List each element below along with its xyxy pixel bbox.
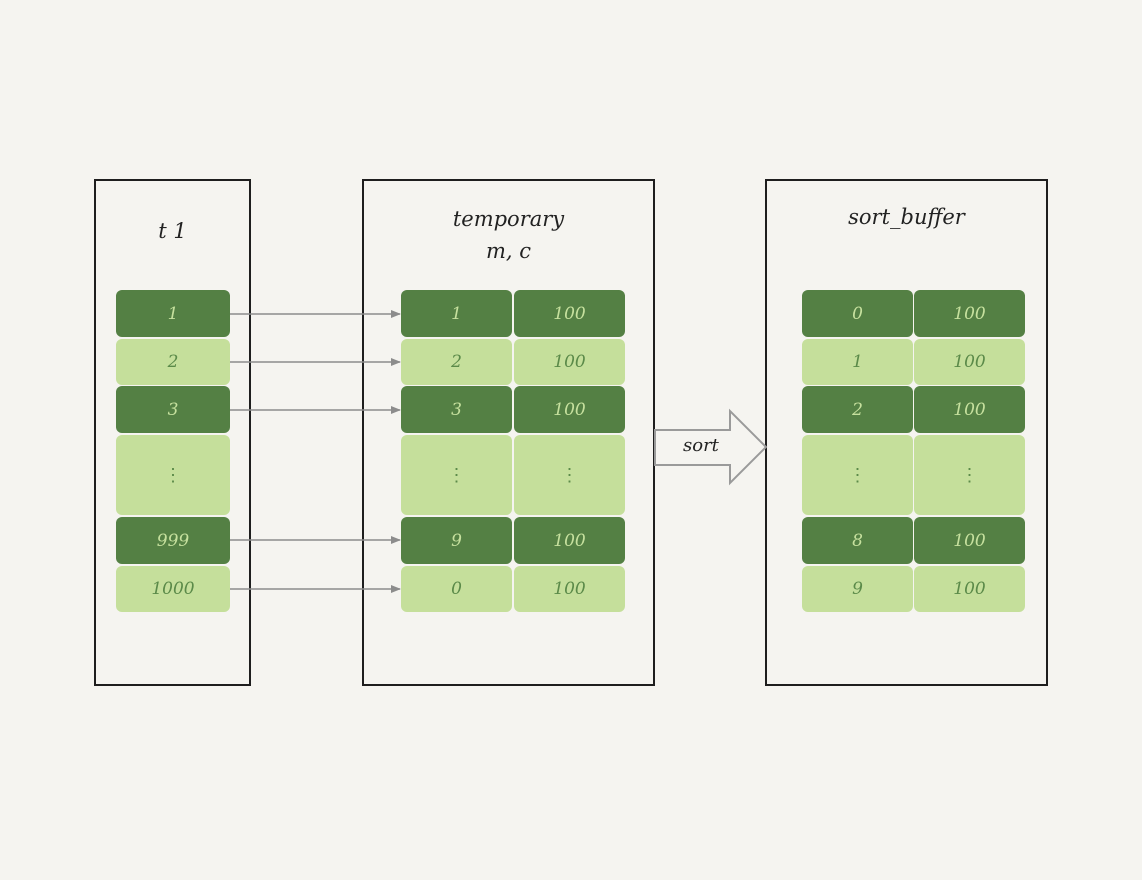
temp-m-ellipsis: ⋮ xyxy=(401,435,512,515)
sortbuf-v-2: 100 xyxy=(914,339,1025,385)
sort-buffer-title: sort_buffer xyxy=(848,205,965,229)
t1-title: t 1 xyxy=(158,219,187,243)
temp-m-2: 2 xyxy=(401,339,512,385)
temp-m-3: 3 xyxy=(401,386,512,433)
temporary-title: temporary xyxy=(452,207,565,231)
sortbuf-k-1: 0 xyxy=(802,290,913,337)
temporary-subtitle: m, c xyxy=(485,239,532,263)
temp-m-6: 0 xyxy=(401,566,512,612)
t1-row-ellipsis: ⋮ xyxy=(116,435,230,515)
sortbuf-k-3: 2 xyxy=(802,386,913,433)
temp-c-5: 100 xyxy=(514,517,625,564)
t1-row-999: 999 xyxy=(116,517,230,564)
sortbuf-v-3: 100 xyxy=(914,386,1025,433)
temp-c-3: 100 xyxy=(514,386,625,433)
temp-c-6: 100 xyxy=(514,566,625,612)
t1-row-3: 3 xyxy=(116,386,230,433)
t1-row-1000: 1000 xyxy=(116,566,230,612)
temp-c-ellipsis: ⋮ xyxy=(514,435,625,515)
sortbuf-k-ellipsis: ⋮ xyxy=(802,435,913,515)
sort-label: sort xyxy=(683,435,719,456)
t1-row-1: 1 xyxy=(116,290,230,337)
temp-m-1: 1 xyxy=(401,290,512,337)
sortbuf-k-6: 9 xyxy=(802,566,913,612)
sortbuf-v-1: 100 xyxy=(914,290,1025,337)
sortbuf-v-6: 100 xyxy=(914,566,1025,612)
t1-row-2: 2 xyxy=(116,339,230,385)
temp-c-1: 100 xyxy=(514,290,625,337)
sortbuf-k-5: 8 xyxy=(802,517,913,564)
temp-c-2: 100 xyxy=(514,339,625,385)
sort-arrow-icon xyxy=(654,408,768,486)
temp-m-5: 9 xyxy=(401,517,512,564)
sortbuf-v-5: 100 xyxy=(914,517,1025,564)
sortbuf-v-ellipsis: ⋮ xyxy=(914,435,1025,515)
sortbuf-k-2: 1 xyxy=(802,339,913,385)
